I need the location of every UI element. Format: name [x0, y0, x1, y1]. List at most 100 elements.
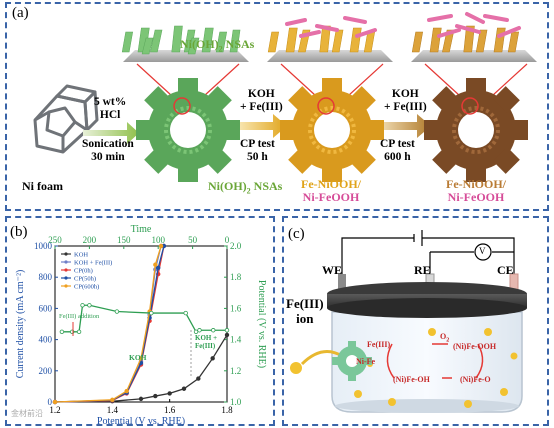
product1-label: Fe-NiOOH/Ni-FeOOH — [301, 177, 361, 204]
annotation-fe-addition: Fe(III) addition — [59, 313, 100, 320]
series-point-4 — [138, 356, 144, 361]
series-point-5 — [59, 329, 65, 334]
plate-orange — [267, 16, 393, 107]
panel-c-label: (c) — [288, 226, 305, 242]
y-tick-label: 800 — [39, 272, 53, 282]
y-tick-label: 0 — [48, 397, 53, 407]
x-tick-label: 1.6 — [164, 405, 176, 415]
series-point-0 — [210, 356, 215, 361]
legend-label: CP(600h) — [74, 284, 99, 291]
y-tick-label: 600 — [39, 303, 53, 313]
top-tick-label: 150 — [117, 235, 131, 245]
top-tick-label: 200 — [83, 235, 97, 245]
chem-ni-fe-oh: (Ni)Fe-OH — [393, 375, 430, 384]
arrow-step2 — [233, 114, 287, 138]
chem-ni-fe: Ni-Fe — [356, 357, 376, 366]
panel-b-label: (b) — [10, 224, 28, 240]
chem-fe-iii: Fe(III) — [367, 340, 391, 349]
annotation-kohfe-1: KOH + — [195, 334, 217, 342]
we-label: WE — [322, 263, 343, 277]
series-point-5 — [87, 303, 92, 308]
plate-brown — [411, 12, 537, 107]
nsa-label-bottom: Ni(OH)2 NSAs — [208, 179, 283, 196]
series-point-5 — [183, 310, 188, 316]
nsa-plate-green — [121, 25, 249, 107]
legend-marker — [64, 276, 68, 280]
y-right-tick-label: 1.6 — [230, 303, 242, 313]
y-right-tick-label: 1.0 — [230, 397, 242, 407]
series-point-5 — [149, 310, 154, 316]
series-point-4 — [52, 399, 58, 405]
legend-marker — [64, 260, 68, 264]
x-tick-label: 1.8 — [221, 405, 233, 415]
y-right-axis-title: Potential (V vs. RHE) — [256, 280, 267, 368]
panel-a-label: (a) — [12, 5, 29, 21]
series-point-3 — [155, 265, 161, 271]
series-point-5 — [211, 328, 216, 333]
y-tick-label: 1000 — [34, 241, 53, 251]
series-point-0 — [153, 393, 158, 399]
re-label: RE — [414, 263, 431, 277]
series-point-0 — [181, 386, 187, 391]
series-point-0 — [167, 391, 172, 396]
chem-o2: O2 — [440, 332, 450, 344]
panel-a — [5, 2, 549, 211]
legend-marker — [64, 268, 68, 272]
y-right-tick-label: 1.8 — [230, 272, 242, 282]
foam-orange — [280, 78, 384, 182]
legend-label: CP(0h) — [74, 268, 93, 275]
fe-ion-label: Fe(III)ion — [286, 296, 324, 326]
series-point-4 — [124, 388, 129, 394]
fe-ion-icon — [290, 362, 302, 374]
watermark: 金材前沿 — [11, 408, 43, 418]
step1-text: 5 wt%HCl — [94, 96, 127, 121]
y-tick-label: 200 — [39, 366, 53, 376]
top-tick-label: 100 — [151, 235, 165, 245]
top-axis-title: Time — [131, 224, 152, 235]
product2-label: Fe-NiOOH/Ni-FeOOH — [446, 177, 506, 204]
series-point-4 — [153, 262, 158, 267]
series-point-5 — [193, 329, 199, 334]
series-point-0 — [196, 376, 201, 381]
y-axis-title: Current density (mA cm⁻²) — [15, 270, 26, 379]
annotation-kohfe-2: Fe(III) — [195, 342, 216, 350]
top-tick-label: 250 — [48, 235, 62, 245]
series-point-5 — [224, 328, 230, 333]
circuit-wires — [341, 230, 515, 276]
series-point-5 — [114, 309, 120, 314]
chem-ni-fe-o: (Ni)Fe-O — [460, 375, 491, 384]
series-point-5 — [76, 329, 82, 334]
voltmeter-label: V — [479, 246, 486, 256]
series-line-4 — [54, 245, 162, 403]
series-point-0 — [138, 396, 144, 402]
series-point-4 — [158, 243, 164, 249]
legend-label: KOH + Fe(III) — [74, 260, 112, 267]
nsa-label: Ni(OH)2 NSAs — [180, 37, 255, 54]
panel-c — [282, 216, 549, 426]
cell-illustration — [290, 230, 527, 413]
chem-ni-fe-ooh: (Ni)Fe-OOH — [453, 342, 497, 351]
legend-label: CP(50h) — [74, 276, 96, 283]
y-right-tick-label: 1.2 — [230, 366, 241, 376]
x-tick-label: 1.4 — [107, 405, 119, 415]
beaker — [331, 311, 523, 413]
ni-foam-label: Ni foam — [22, 179, 63, 193]
panel-a-illustration — [33, 12, 537, 182]
arrow-step3 — [377, 114, 431, 138]
cycle-arrows — [386, 343, 484, 379]
legend-marker — [64, 252, 68, 256]
ce-label: CE — [497, 263, 514, 277]
arrow-step1 — [83, 122, 139, 144]
foam-green — [136, 78, 240, 182]
y-right-tick-label: 1.4 — [230, 335, 242, 345]
annotation-koh: KOH — [129, 353, 147, 362]
foam-brown — [424, 78, 528, 182]
voltmeter-icon — [474, 243, 492, 261]
x-tick-label: 1.2 — [49, 405, 60, 415]
series-point-4 — [110, 397, 115, 403]
plot-frame — [54, 245, 228, 403]
